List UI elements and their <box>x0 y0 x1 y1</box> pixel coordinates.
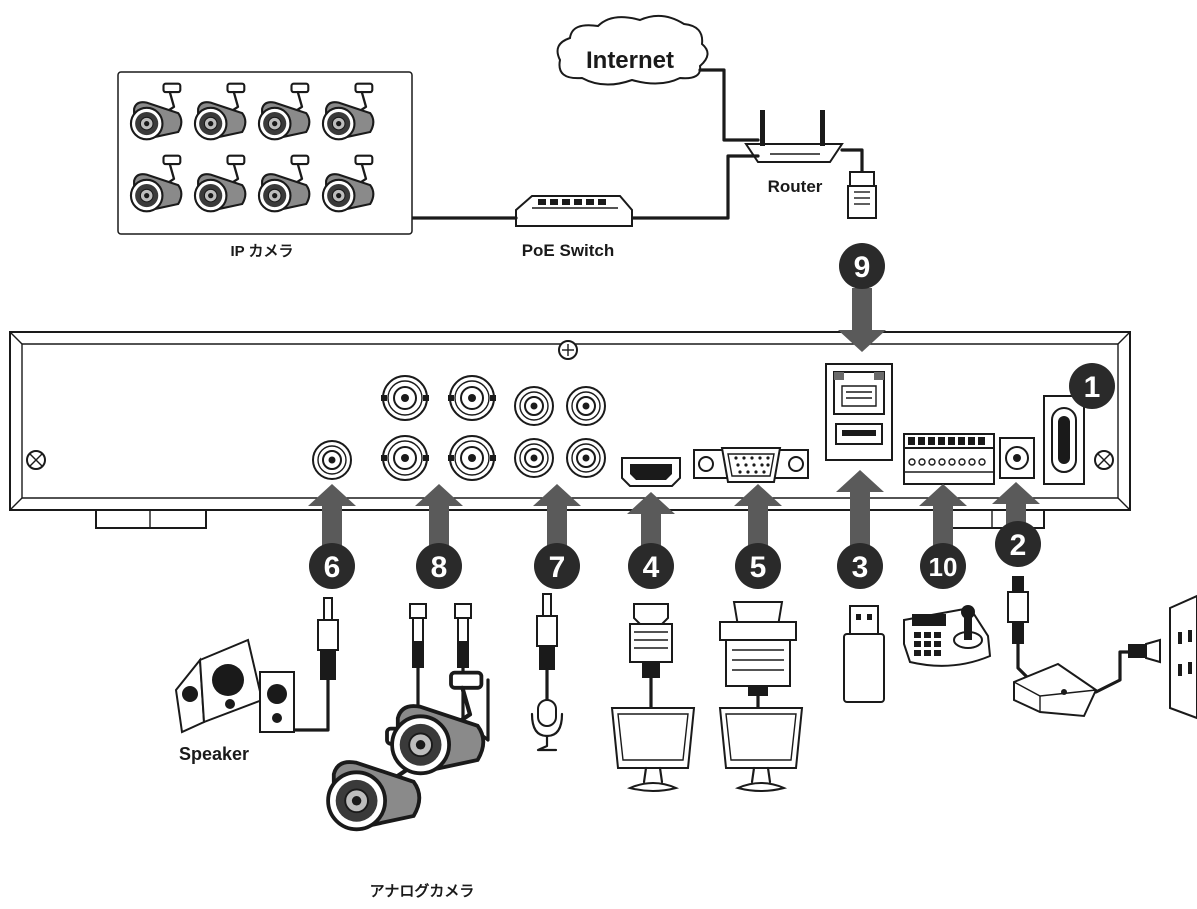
badge-8: 8 <box>416 543 462 589</box>
rca-port-icon <box>515 439 553 477</box>
bnc-plug-icon <box>455 604 471 668</box>
svg-text:8: 8 <box>431 551 448 584</box>
monitor-icon <box>720 708 802 791</box>
monitor-hdmi <box>612 708 694 791</box>
analog-cameras-label: アナログカメラ <box>370 882 475 900</box>
power-adapter <box>1014 664 1096 716</box>
svg-text:6: 6 <box>324 551 341 584</box>
screw-icon <box>559 341 577 359</box>
rca-port-icon <box>567 439 605 477</box>
bnc-plug-icon <box>410 604 426 668</box>
router-icon <box>746 144 842 162</box>
bnc-port-icon <box>381 376 429 420</box>
ip-cameras: IP カメラ <box>118 72 412 260</box>
wall-outlet <box>1128 596 1197 718</box>
power-switch[interactable] <box>1044 396 1084 484</box>
usb-drive <box>844 606 884 702</box>
dc-power-port-icon <box>1000 438 1034 478</box>
speaker-icon <box>176 640 294 732</box>
rca-port-icon <box>567 387 605 425</box>
ip-cameras-label: IP カメラ <box>230 243 293 260</box>
power-switch-icon <box>1044 396 1084 484</box>
svg-text:7: 7 <box>549 551 566 584</box>
lan-usb-ports[interactable] <box>826 364 892 460</box>
poe-switch: PoE Switch <box>516 196 632 260</box>
screw-icon <box>27 451 45 469</box>
rca-port-icon <box>515 387 553 425</box>
microphone-icon <box>532 700 562 750</box>
ptz-keyboard-icon <box>904 605 990 666</box>
badge-2: 2 <box>995 521 1041 567</box>
power-adapter-icon <box>1014 664 1096 716</box>
bnc-port-icon <box>448 436 496 480</box>
terminal-block-icon <box>904 434 994 484</box>
vga-plug-icon <box>720 602 796 696</box>
hdmi-plug-icon <box>630 604 672 678</box>
speaker: Speaker <box>176 640 294 764</box>
badge-6: 6 <box>309 543 355 589</box>
monitor-icon <box>612 708 694 791</box>
poe-switch-label: PoE Switch <box>522 241 615 260</box>
badge-4: 4 <box>628 543 674 589</box>
monitor-vga <box>720 708 802 791</box>
speaker-label: Speaker <box>179 744 249 764</box>
rj45-port-icon <box>834 372 884 414</box>
wall-outlet-icon <box>1128 596 1197 718</box>
router-label: Router <box>768 177 823 196</box>
svg-text:5: 5 <box>750 551 767 584</box>
badge-10: 10 <box>920 543 966 589</box>
svg-text:1: 1 <box>1084 371 1101 404</box>
hdmi-port-icon <box>622 458 680 486</box>
badge-5: 5 <box>735 543 781 589</box>
router: Router <box>746 110 842 196</box>
vga-port-icon <box>694 448 808 482</box>
ptz-keyboard <box>904 605 990 666</box>
screw-icon <box>1095 451 1113 469</box>
internet-cloud: Internet <box>558 16 708 85</box>
svg-text:10: 10 <box>929 552 958 582</box>
bnc-port-icon <box>448 376 496 420</box>
vga-port[interactable] <box>694 448 808 482</box>
microphone <box>532 700 562 750</box>
badge-1: 1 <box>1069 363 1115 409</box>
analog-cameras: アナログカメラ <box>328 673 483 900</box>
rca-port-icon <box>313 441 351 479</box>
usb-drive-icon <box>844 606 884 702</box>
audio-out-port[interactable] <box>313 441 351 479</box>
internet-label: Internet <box>586 47 674 74</box>
rca-plug-icon <box>537 594 557 670</box>
svg-text:9: 9 <box>854 251 871 284</box>
svg-text:2: 2 <box>1010 529 1027 562</box>
hdmi-port[interactable] <box>622 458 680 486</box>
rca-plug-icon <box>318 598 338 680</box>
bullet-camera-icon <box>392 673 483 774</box>
rj45-plug-icon <box>848 172 876 218</box>
badge-7: 7 <box>534 543 580 589</box>
badge-3: 3 <box>837 543 883 589</box>
svg-text:3: 3 <box>852 551 869 584</box>
svg-text:4: 4 <box>643 551 660 584</box>
dc-plug-icon <box>1008 576 1028 644</box>
usb-port-icon <box>836 424 882 444</box>
alarm-rs485-terminal[interactable] <box>904 434 994 484</box>
bnc-port-icon <box>381 436 429 480</box>
dc-power-port[interactable] <box>1000 438 1034 478</box>
badge-9: 9 <box>839 243 885 289</box>
